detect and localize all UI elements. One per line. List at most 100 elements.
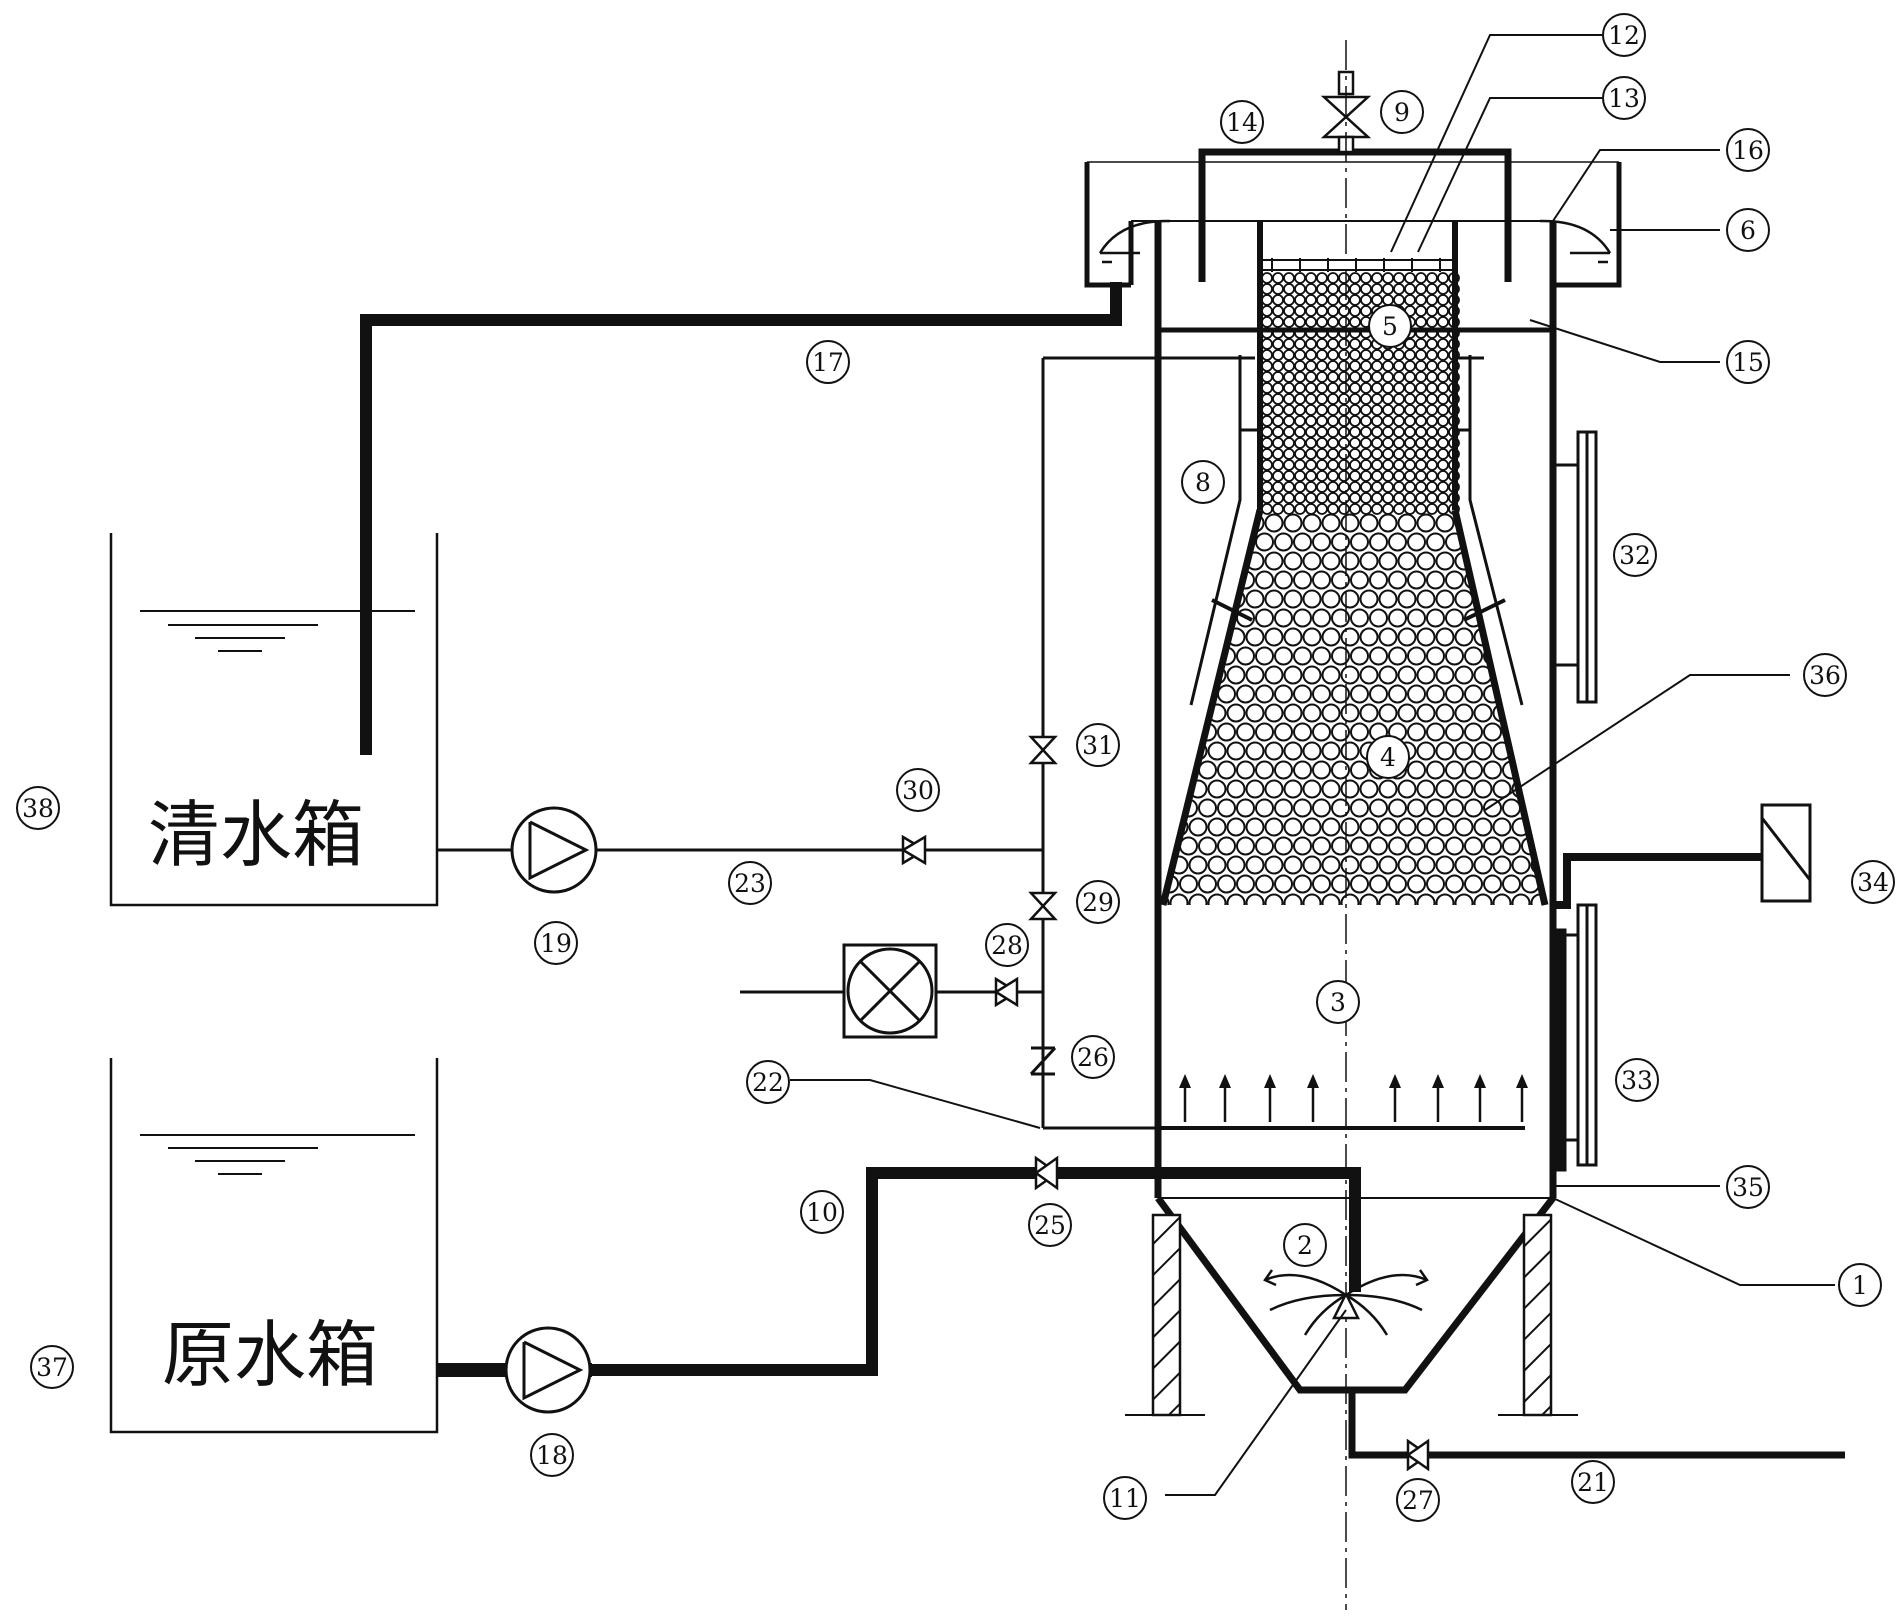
air-arrow-head bbox=[1307, 1074, 1319, 1088]
fine-media-bead bbox=[1349, 272, 1361, 284]
fine-media-bead bbox=[1371, 371, 1383, 383]
fine-media-bead bbox=[1283, 338, 1295, 350]
fine-media-bead bbox=[1393, 349, 1405, 361]
label-30: 30 bbox=[896, 768, 940, 812]
label-38: 38 bbox=[16, 786, 60, 830]
label-text: 19 bbox=[540, 929, 572, 958]
fine-media-bead bbox=[1349, 448, 1361, 460]
coarse-media-bead bbox=[1293, 646, 1312, 666]
coarse-media-bead bbox=[1369, 836, 1388, 856]
label-circle bbox=[746, 1060, 790, 1104]
coarse-media-bead bbox=[1473, 779, 1493, 799]
coarse-media-bead bbox=[1312, 798, 1331, 818]
coarse-media-bead bbox=[1426, 798, 1445, 818]
fine-media-bead bbox=[1415, 305, 1427, 317]
coarse-media-bead bbox=[1464, 646, 1483, 666]
fine-media-bead bbox=[1327, 492, 1339, 504]
fine-media-bead bbox=[1283, 294, 1295, 306]
coarse-media-bead bbox=[1426, 836, 1445, 856]
fine-media-bead bbox=[1448, 481, 1460, 493]
fine-media-bead bbox=[1349, 327, 1361, 339]
fine-media-bead bbox=[1404, 371, 1416, 383]
coarse-media-bead bbox=[1226, 779, 1246, 799]
coarse-media-bead bbox=[1416, 703, 1436, 723]
label-26: 26 bbox=[1071, 1035, 1115, 1079]
coarse-media-bead bbox=[1321, 513, 1341, 533]
coarse-media-bead bbox=[1198, 874, 1217, 894]
coarse-media-bead bbox=[1245, 817, 1265, 837]
fine-media-bead bbox=[1327, 415, 1339, 427]
label-19: 19 bbox=[534, 921, 578, 965]
coarse-media-bead bbox=[1397, 855, 1417, 875]
label-circle bbox=[1181, 460, 1225, 504]
label-text: 37 bbox=[36, 1353, 68, 1382]
fine-media-bead bbox=[1448, 393, 1460, 405]
coarse-media-bead bbox=[1454, 893, 1474, 905]
coarse-media-bead bbox=[1236, 722, 1255, 742]
coarse-media-bead bbox=[1397, 513, 1417, 533]
fine-media-bead bbox=[1305, 283, 1317, 295]
fine-media-bead bbox=[1448, 426, 1460, 438]
coarse-media-bead bbox=[1435, 665, 1455, 685]
coarse-media-bead bbox=[1378, 589, 1398, 609]
label-11: 11 bbox=[1103, 1476, 1147, 1520]
coarse-media-bead bbox=[1255, 684, 1274, 704]
coarse-media-bead bbox=[1198, 836, 1217, 856]
coarse-media-bead bbox=[1217, 684, 1236, 704]
label-text: 25 bbox=[1034, 1211, 1066, 1240]
fine-media-bead bbox=[1272, 371, 1284, 383]
coarse-media-bead bbox=[1473, 855, 1493, 875]
fine-media-bead bbox=[1349, 470, 1361, 482]
label-33: 33 bbox=[1615, 1058, 1659, 1102]
fine-media-bead bbox=[1404, 283, 1416, 295]
fine-media-bead bbox=[1404, 349, 1416, 361]
coarse-media-bead bbox=[1511, 627, 1531, 647]
fine-media-bead bbox=[1261, 349, 1273, 361]
coarse-media-bead bbox=[1521, 874, 1540, 894]
fine-media-bead bbox=[1415, 349, 1427, 361]
fine-media-bead bbox=[1448, 459, 1460, 471]
fine-media-bead bbox=[1404, 294, 1416, 306]
label-text: 1 bbox=[1852, 1271, 1868, 1300]
fine-media-bead bbox=[1305, 360, 1317, 372]
fine-media-bead bbox=[1294, 393, 1306, 405]
coarse-media-bead bbox=[1293, 760, 1312, 780]
coarse-media-bead bbox=[1321, 855, 1341, 875]
coarse-media-bead bbox=[1407, 760, 1426, 780]
fine-media-bead bbox=[1338, 492, 1350, 504]
fine-media-bead bbox=[1294, 492, 1306, 504]
fine-media-bead bbox=[1272, 448, 1284, 460]
fine-media-bead bbox=[1349, 437, 1361, 449]
coarse-media-bead bbox=[1435, 855, 1455, 875]
fine-media-bead bbox=[1404, 448, 1416, 460]
coarse-media-bead bbox=[1407, 798, 1426, 818]
coarse-media-bead bbox=[1454, 627, 1474, 647]
fine-media-bead bbox=[1283, 503, 1295, 515]
fine-media-bead bbox=[1426, 393, 1438, 405]
fine-media-bead bbox=[1338, 316, 1350, 328]
fine-media-bead bbox=[1283, 371, 1295, 383]
fine-media-bead bbox=[1382, 382, 1394, 394]
coarse-media-bead bbox=[1483, 874, 1502, 894]
coarse-media-bead bbox=[1388, 646, 1407, 666]
coarse-media-bead bbox=[1378, 513, 1398, 533]
fine-media-bead bbox=[1426, 404, 1438, 416]
fine-media-bead bbox=[1382, 426, 1394, 438]
coarse-media-bead bbox=[1502, 532, 1521, 552]
label-circle bbox=[1726, 340, 1770, 384]
coarse-media-bead bbox=[1179, 646, 1198, 666]
fine-media-bead bbox=[1371, 382, 1383, 394]
coarse-media-bead bbox=[1426, 722, 1445, 742]
coarse-media-bead bbox=[1264, 817, 1284, 837]
fine-media-bead bbox=[1316, 426, 1328, 438]
fine-media-bead bbox=[1393, 492, 1405, 504]
fine-media-bead bbox=[1404, 404, 1416, 416]
coarse-media-bead bbox=[1502, 836, 1521, 856]
coarse-media-bead bbox=[1435, 741, 1455, 761]
fine-media-bead bbox=[1426, 316, 1438, 328]
fine-media-bead bbox=[1360, 283, 1372, 295]
fine-media-bead bbox=[1360, 470, 1372, 482]
coarse-media-bead bbox=[1426, 570, 1445, 590]
coarse-media-bead bbox=[1340, 855, 1360, 875]
coarse-media-bead bbox=[1426, 684, 1445, 704]
